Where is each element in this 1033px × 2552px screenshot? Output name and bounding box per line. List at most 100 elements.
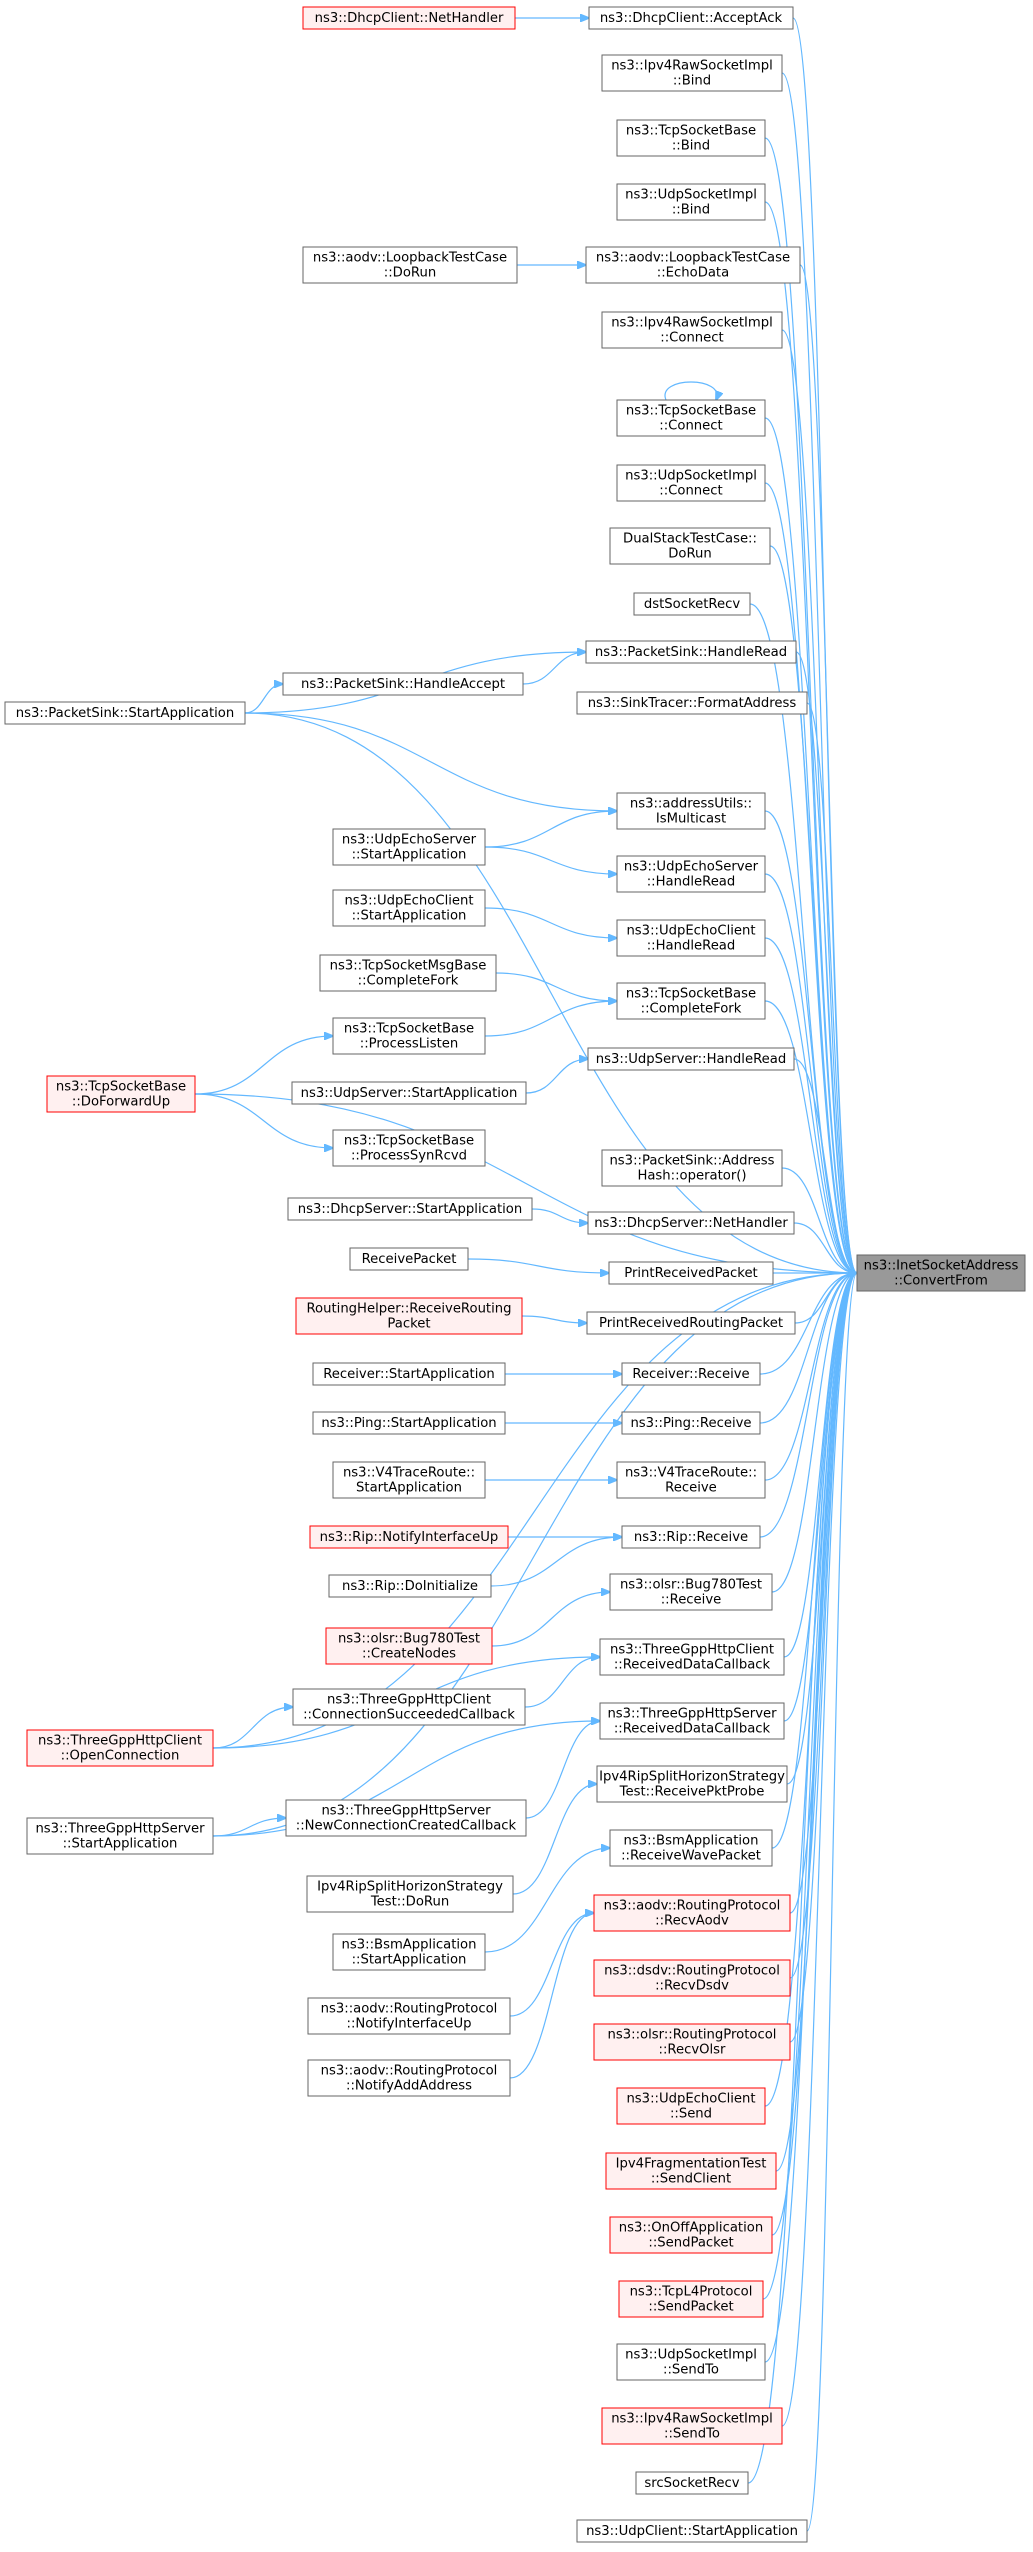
node-dsdv-recv[interactable]: ns3::dsdv::RoutingProtocol::RecvDsdv: [593, 1959, 791, 1997]
node-ping-recv[interactable]: ns3::Ping::Receive: [621, 1411, 761, 1435]
node-label: ::NotifyInterfaceUp: [347, 2017, 472, 2032]
node-label: ns3::ThreeGppHttpServer: [35, 1822, 205, 1837]
node-udp-echo-cli-start[interactable]: ns3::UdpEchoClient::StartApplication: [332, 889, 486, 927]
node-udp-echo-srv-read[interactable]: ns3::UdpEchoServer::HandleRead: [616, 855, 766, 893]
node-dual-stack[interactable]: DualStackTestCase::DoRun: [609, 527, 771, 565]
node-tg-client-conn[interactable]: ns3::ThreeGppHttpClient::ConnectionSucce…: [292, 1688, 526, 1726]
node-tg-server-new[interactable]: ns3::ThreeGppHttpServer::NewConnectionCr…: [285, 1799, 527, 1837]
node-dst-recv[interactable]: dstSocketRecv: [633, 592, 751, 616]
node-aodv-loop-echo[interactable]: ns3::aodv::LoopbackTestCase::EchoData: [585, 246, 801, 284]
node-ps-handle-read[interactable]: ns3::PacketSink::HandleRead: [585, 640, 797, 664]
node-ipv4raw-connect[interactable]: ns3::Ipv4RawSocketImpl::Connect: [601, 311, 783, 349]
node-udp-echo-cli-read[interactable]: ns3::UdpEchoClient::HandleRead: [616, 919, 766, 957]
node-target[interactable]: ns3::InetSocketAddress::ConvertFrom: [856, 1254, 1026, 1292]
node-label: ::CompleteFork: [358, 974, 459, 989]
node-v4-recv[interactable]: ns3::V4TraceRoute::Receive: [616, 1461, 766, 1499]
edge-dual-stack-to-target: [769, 545, 857, 1273]
node-receiver-start[interactable]: Receiver::StartApplication: [312, 1362, 506, 1386]
node-box: [616, 2087, 766, 2125]
node-tcp-msg-fork[interactable]: ns3::TcpSocketMsgBase::CompleteFork: [319, 954, 497, 992]
node-aodv-notify-up[interactable]: ns3::aodv::RoutingProtocol::NotifyInterf…: [307, 1997, 511, 2035]
node-udp-send-to[interactable]: ns3::UdpSocketImpl::SendTo: [616, 2343, 766, 2381]
node-tg-server-recv[interactable]: ns3::ThreeGppHttpServer::ReceivedDataCal…: [599, 1702, 785, 1740]
node-rip-init[interactable]: ns3::Rip::DoInitialize: [328, 1574, 492, 1598]
node-dhcp-accept[interactable]: ns3::DhcpClient::AcceptAck: [588, 6, 794, 30]
node-label: ns3::UdpSocketImpl: [625, 188, 757, 203]
node-tcp-bind[interactable]: ns3::TcpSocketBase::Bind: [616, 119, 766, 157]
node-dhcp-srv-start[interactable]: ns3::DhcpServer::StartApplication: [287, 1197, 533, 1221]
node-dhcp-net[interactable]: ns3::DhcpClient::NetHandler: [302, 6, 516, 30]
node-label: ns3::ThreeGppHttpServer: [607, 1707, 777, 1722]
node-label: ns3::TcpSocketBase: [56, 1080, 186, 1095]
node-rip-notify[interactable]: ns3::Rip::NotifyInterfaceUp: [309, 1525, 509, 1549]
node-label: ::StartApplication: [63, 1837, 178, 1852]
node-tg-client-recv[interactable]: ns3::ThreeGppHttpClient::ReceivedDataCal…: [599, 1638, 785, 1676]
node-box: [576, 2519, 808, 2543]
node-tg-client-open[interactable]: ns3::ThreeGppHttpClient::OpenConnection: [26, 1729, 214, 1767]
node-tcp-forward[interactable]: ns3::TcpSocketBase::DoForwardUp: [46, 1075, 196, 1113]
node-label: ns3::ThreeGppHttpServer: [321, 1804, 491, 1819]
node-box: [635, 2471, 749, 2495]
node-addr-utils[interactable]: ns3::addressUtils::IsMulticast: [616, 792, 766, 830]
node-box: [621, 1362, 761, 1386]
node-label: ns3::UdpEchoClient: [626, 924, 755, 939]
node-udp-connect[interactable]: ns3::UdpSocketImpl::Connect: [616, 464, 766, 502]
node-box: [332, 1461, 486, 1499]
node-label: Test::DoRun: [370, 1895, 449, 1910]
node-olsr-bug-create[interactable]: ns3::olsr::Bug780Test::CreateNodes: [325, 1627, 493, 1665]
node-sink-tracer[interactable]: ns3::SinkTracer::FormatAddress: [576, 691, 808, 715]
node-tg-server-start[interactable]: ns3::ThreeGppHttpServer::StartApplicatio…: [26, 1817, 214, 1855]
node-receive-packet[interactable]: ReceivePacket: [349, 1247, 469, 1271]
node-tcp-syn-rcvd[interactable]: ns3::TcpSocketBase::ProcessSynRcvd: [332, 1129, 486, 1167]
node-rip-recv[interactable]: ns3::Rip::Receive: [621, 1525, 761, 1549]
node-udp-client-start[interactable]: ns3::UdpClient::StartApplication: [576, 2519, 808, 2543]
node-udp-srv-read[interactable]: ns3::UdpServer::HandleRead: [587, 1047, 795, 1071]
node-udp-echo-srv-start[interactable]: ns3::UdpEchoServer::StartApplication: [332, 828, 486, 866]
node-src-recv[interactable]: srcSocketRecv: [635, 2471, 749, 2495]
node-dhcp-srv-net[interactable]: ns3::DhcpServer::NetHandler: [587, 1211, 795, 1235]
node-label: ns3::TcpSocketMsgBase: [330, 959, 487, 974]
node-aodv-loop-run[interactable]: ns3::aodv::LoopbackTestCase::DoRun: [302, 246, 518, 284]
node-label: ::ConnectionSucceededCallback: [303, 1708, 515, 1723]
node-onoff[interactable]: ns3::OnOffApplication::SendPacket: [609, 2216, 773, 2254]
node-udp-echo-send[interactable]: ns3::UdpEchoClient::Send: [616, 2087, 766, 2125]
node-bsm-recv[interactable]: ns3::BsmApplication::ReceiveWavePacket: [609, 1829, 773, 1867]
node-aodv-notify-addr[interactable]: ns3::aodv::RoutingProtocol::NotifyAddAdd…: [307, 2059, 511, 2097]
edge-aodv-loop-echo-to-target: [799, 264, 857, 1273]
node-udp-srv-start[interactable]: ns3::UdpServer::StartApplication: [291, 1081, 527, 1105]
node-print-routing[interactable]: PrintReceivedRoutingPacket: [586, 1311, 796, 1335]
node-ping-start[interactable]: ns3::Ping::StartApplication: [312, 1411, 506, 1435]
node-label: ::NotifyAddAddress: [346, 2079, 472, 2094]
node-olsr-recv[interactable]: ns3::olsr::RoutingProtocol::RecvOlsr: [593, 2023, 791, 2061]
node-label: ns3::PacketSink::HandleAccept: [301, 677, 505, 692]
edge-tg-client-open-to-target: [212, 1273, 857, 1749]
node-udp-bind[interactable]: ns3::UdpSocketImpl::Bind: [616, 183, 766, 221]
node-print-recv[interactable]: PrintReceivedPacket: [608, 1261, 774, 1285]
node-ipv4raw-send-to[interactable]: ns3::Ipv4RawSocketImpl::SendTo: [601, 2407, 783, 2445]
node-ipv4raw-bind[interactable]: ns3::Ipv4RawSocketImpl::Bind: [601, 54, 783, 92]
node-v4-start[interactable]: ns3::V4TraceRoute::StartApplication: [332, 1461, 486, 1499]
node-label: PrintReceivedRoutingPacket: [599, 1316, 783, 1331]
node-olsr-bug-recv[interactable]: ns3::olsr::Bug780Test::Receive: [609, 1573, 773, 1611]
node-box: [596, 1765, 788, 1803]
node-receiver-recv[interactable]: Receiver::Receive: [621, 1362, 761, 1386]
node-box: [287, 1197, 533, 1221]
node-ps-start[interactable]: ns3::PacketSink::StartApplication: [4, 701, 246, 725]
node-tcp-l4[interactable]: ns3::TcpL4Protocol::SendPacket: [618, 2280, 764, 2318]
node-ps-handle-accept[interactable]: ns3::PacketSink::HandleAccept: [282, 672, 524, 696]
node-ipv4-frag[interactable]: Ipv4FragmentationTest::SendClient: [605, 2152, 777, 2190]
node-aodv-recv[interactable]: ns3::aodv::RoutingProtocol::RecvAodv: [593, 1894, 791, 1932]
node-label: ns3::BsmApplication: [342, 1938, 477, 1953]
node-box: [586, 1311, 796, 1335]
node-tcp-fork[interactable]: ns3::TcpSocketBase::CompleteFork: [616, 982, 766, 1020]
node-label: ::OpenConnection: [61, 1749, 180, 1764]
node-rip-split-probe[interactable]: Ipv4RipSplitHorizonStrategyTest::Receive…: [596, 1765, 788, 1803]
node-tcp-connect[interactable]: ns3::TcpSocketBase::Connect: [616, 399, 766, 437]
edge-aodv-notify-addr-to-aodv-recv: [509, 1913, 594, 2079]
edge-sink-tracer-to-target: [806, 702, 857, 1273]
node-tcp-listen[interactable]: ns3::TcpSocketBase::ProcessListen: [332, 1017, 486, 1055]
node-bsm-start[interactable]: ns3::BsmApplication::StartApplication: [332, 1933, 486, 1971]
